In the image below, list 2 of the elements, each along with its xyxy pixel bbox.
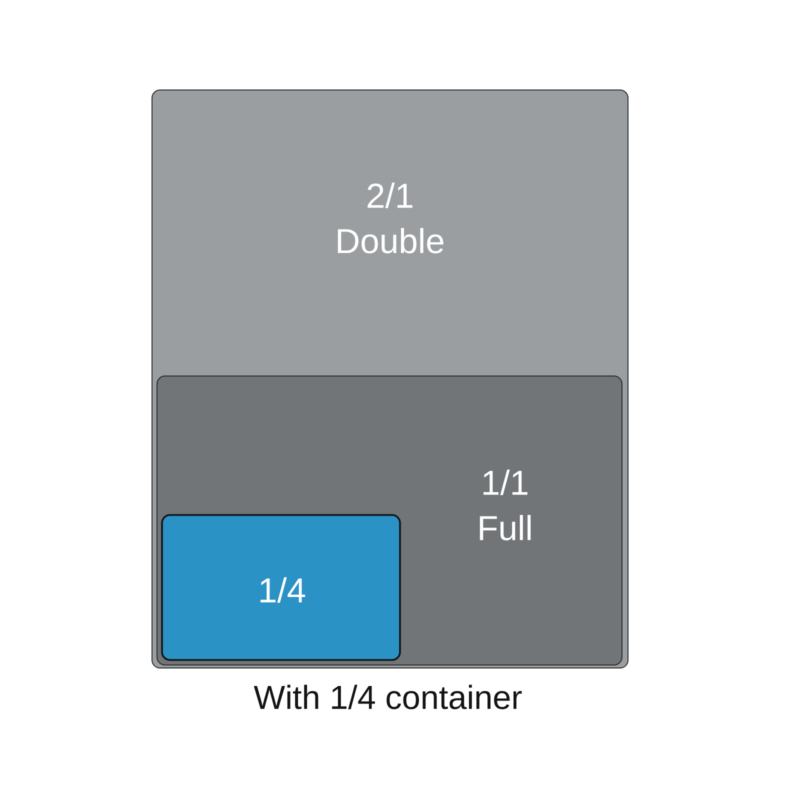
container-box: 1/4 [161, 514, 401, 661]
caption: With 1/4 container [254, 684, 522, 710]
